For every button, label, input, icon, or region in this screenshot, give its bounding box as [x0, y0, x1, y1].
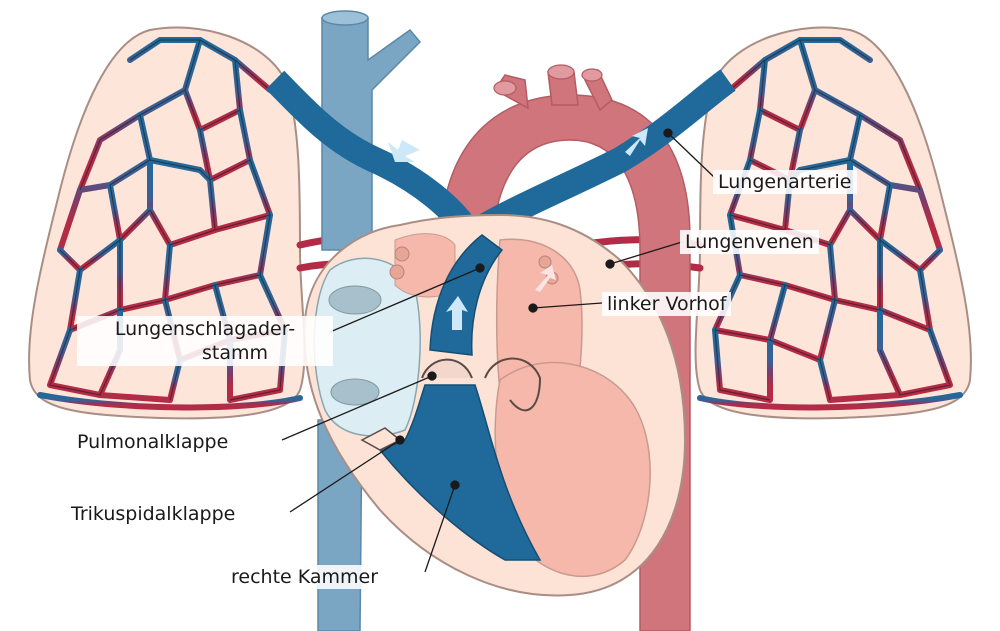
right-lung	[696, 27, 971, 418]
label-trikuspidalklappe: Trikuspidalklappe	[66, 502, 240, 526]
label-lungenvenen: Lungenvenen	[680, 230, 819, 254]
label-lungenschlagaderstamm-line2: stamm	[82, 341, 328, 365]
label-linker-vorhof: linker Vorhof	[602, 292, 731, 316]
label-lungenschlagaderstamm-line1: Lungenschlagader-	[82, 317, 328, 341]
label-pulmonalklappe: Pulmonalklappe	[72, 430, 233, 454]
label-rechte-kammer: rechte Kammer	[226, 565, 383, 589]
label-lungenschlagaderstamm: Lungenschlagader- stamm	[77, 316, 333, 366]
label-lungenarterie: Lungenarterie	[713, 170, 857, 194]
